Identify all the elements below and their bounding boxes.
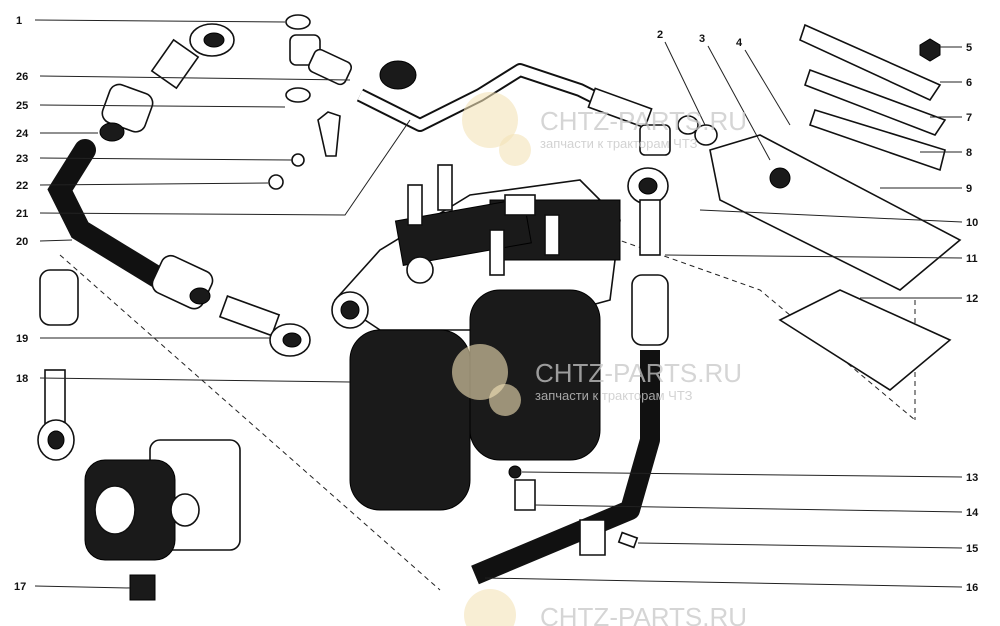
callout-22: 22 [16,180,28,192]
callout-14: 14 [966,507,979,519]
watermark-top: CHTZ-PARTS.RU запчасти к тракторам ЧТЗ [462,92,747,166]
svg-text:CHTZ-PARTS.RU: CHTZ-PARTS.RU [535,358,742,388]
callout-23: 23 [16,153,28,165]
callout-7: 7 [966,112,972,124]
callout-17: 17 [14,581,26,593]
bracket-assembly [709,23,962,391]
callout-25: 25 [16,100,28,112]
callout-9: 9 [966,183,972,195]
callout-1: 1 [16,15,22,27]
washer-part [285,14,311,30]
cap-part [379,60,417,90]
clip-part [317,111,341,157]
callout-6: 6 [966,77,972,89]
callout-18: 18 [16,373,28,385]
callout-16: 16 [966,582,978,594]
svg-text:запчасти к тракторам ЧТЗ: запчасти к тракторам ЧТЗ [540,136,698,151]
sleeve-24 [99,83,154,142]
svg-text:запчасти к тракторам ЧТЗ: запчасти к тракторам ЧТЗ [535,388,693,403]
fuel-filter-assembly [331,164,621,511]
callout-2: 2 [657,29,663,41]
callout-19: 19 [16,333,28,345]
callout-4: 4 [736,37,743,49]
callout-21: 21 [16,208,28,220]
callout-3: 3 [699,33,705,45]
callout-26: 26 [16,71,28,83]
callout-8: 8 [966,147,972,159]
callout-12: 12 [966,293,978,305]
callout-15: 15 [966,543,978,555]
svg-text:CHTZ-PARTS.RU: CHTZ-PARTS.RU [540,106,747,136]
leader-lines [34,19,963,589]
callout-10: 10 [966,217,978,229]
banjo-fitting-1 [150,23,235,90]
callout-5: 5 [966,42,972,54]
svg-text:CHTZ-PARTS.RU: CHTZ-PARTS.RU [540,602,747,626]
callout-24: 24 [16,128,29,140]
callout-labels: 1 26 25 24 23 22 21 20 19 18 17 2 3 4 5 … [14,15,979,594]
watermark-bottom: CHTZ-PARTS.RU [464,589,747,626]
valve-assembly [84,439,241,601]
hose-20 [47,139,181,296]
sleeve-part [39,269,79,326]
callout-11: 11 [966,253,978,265]
callout-13: 13 [966,472,978,484]
callout-20: 20 [16,236,28,248]
watermark-middle: CHTZ-PARTS.RU запчасти к тракторам ЧТЗ [452,344,742,416]
